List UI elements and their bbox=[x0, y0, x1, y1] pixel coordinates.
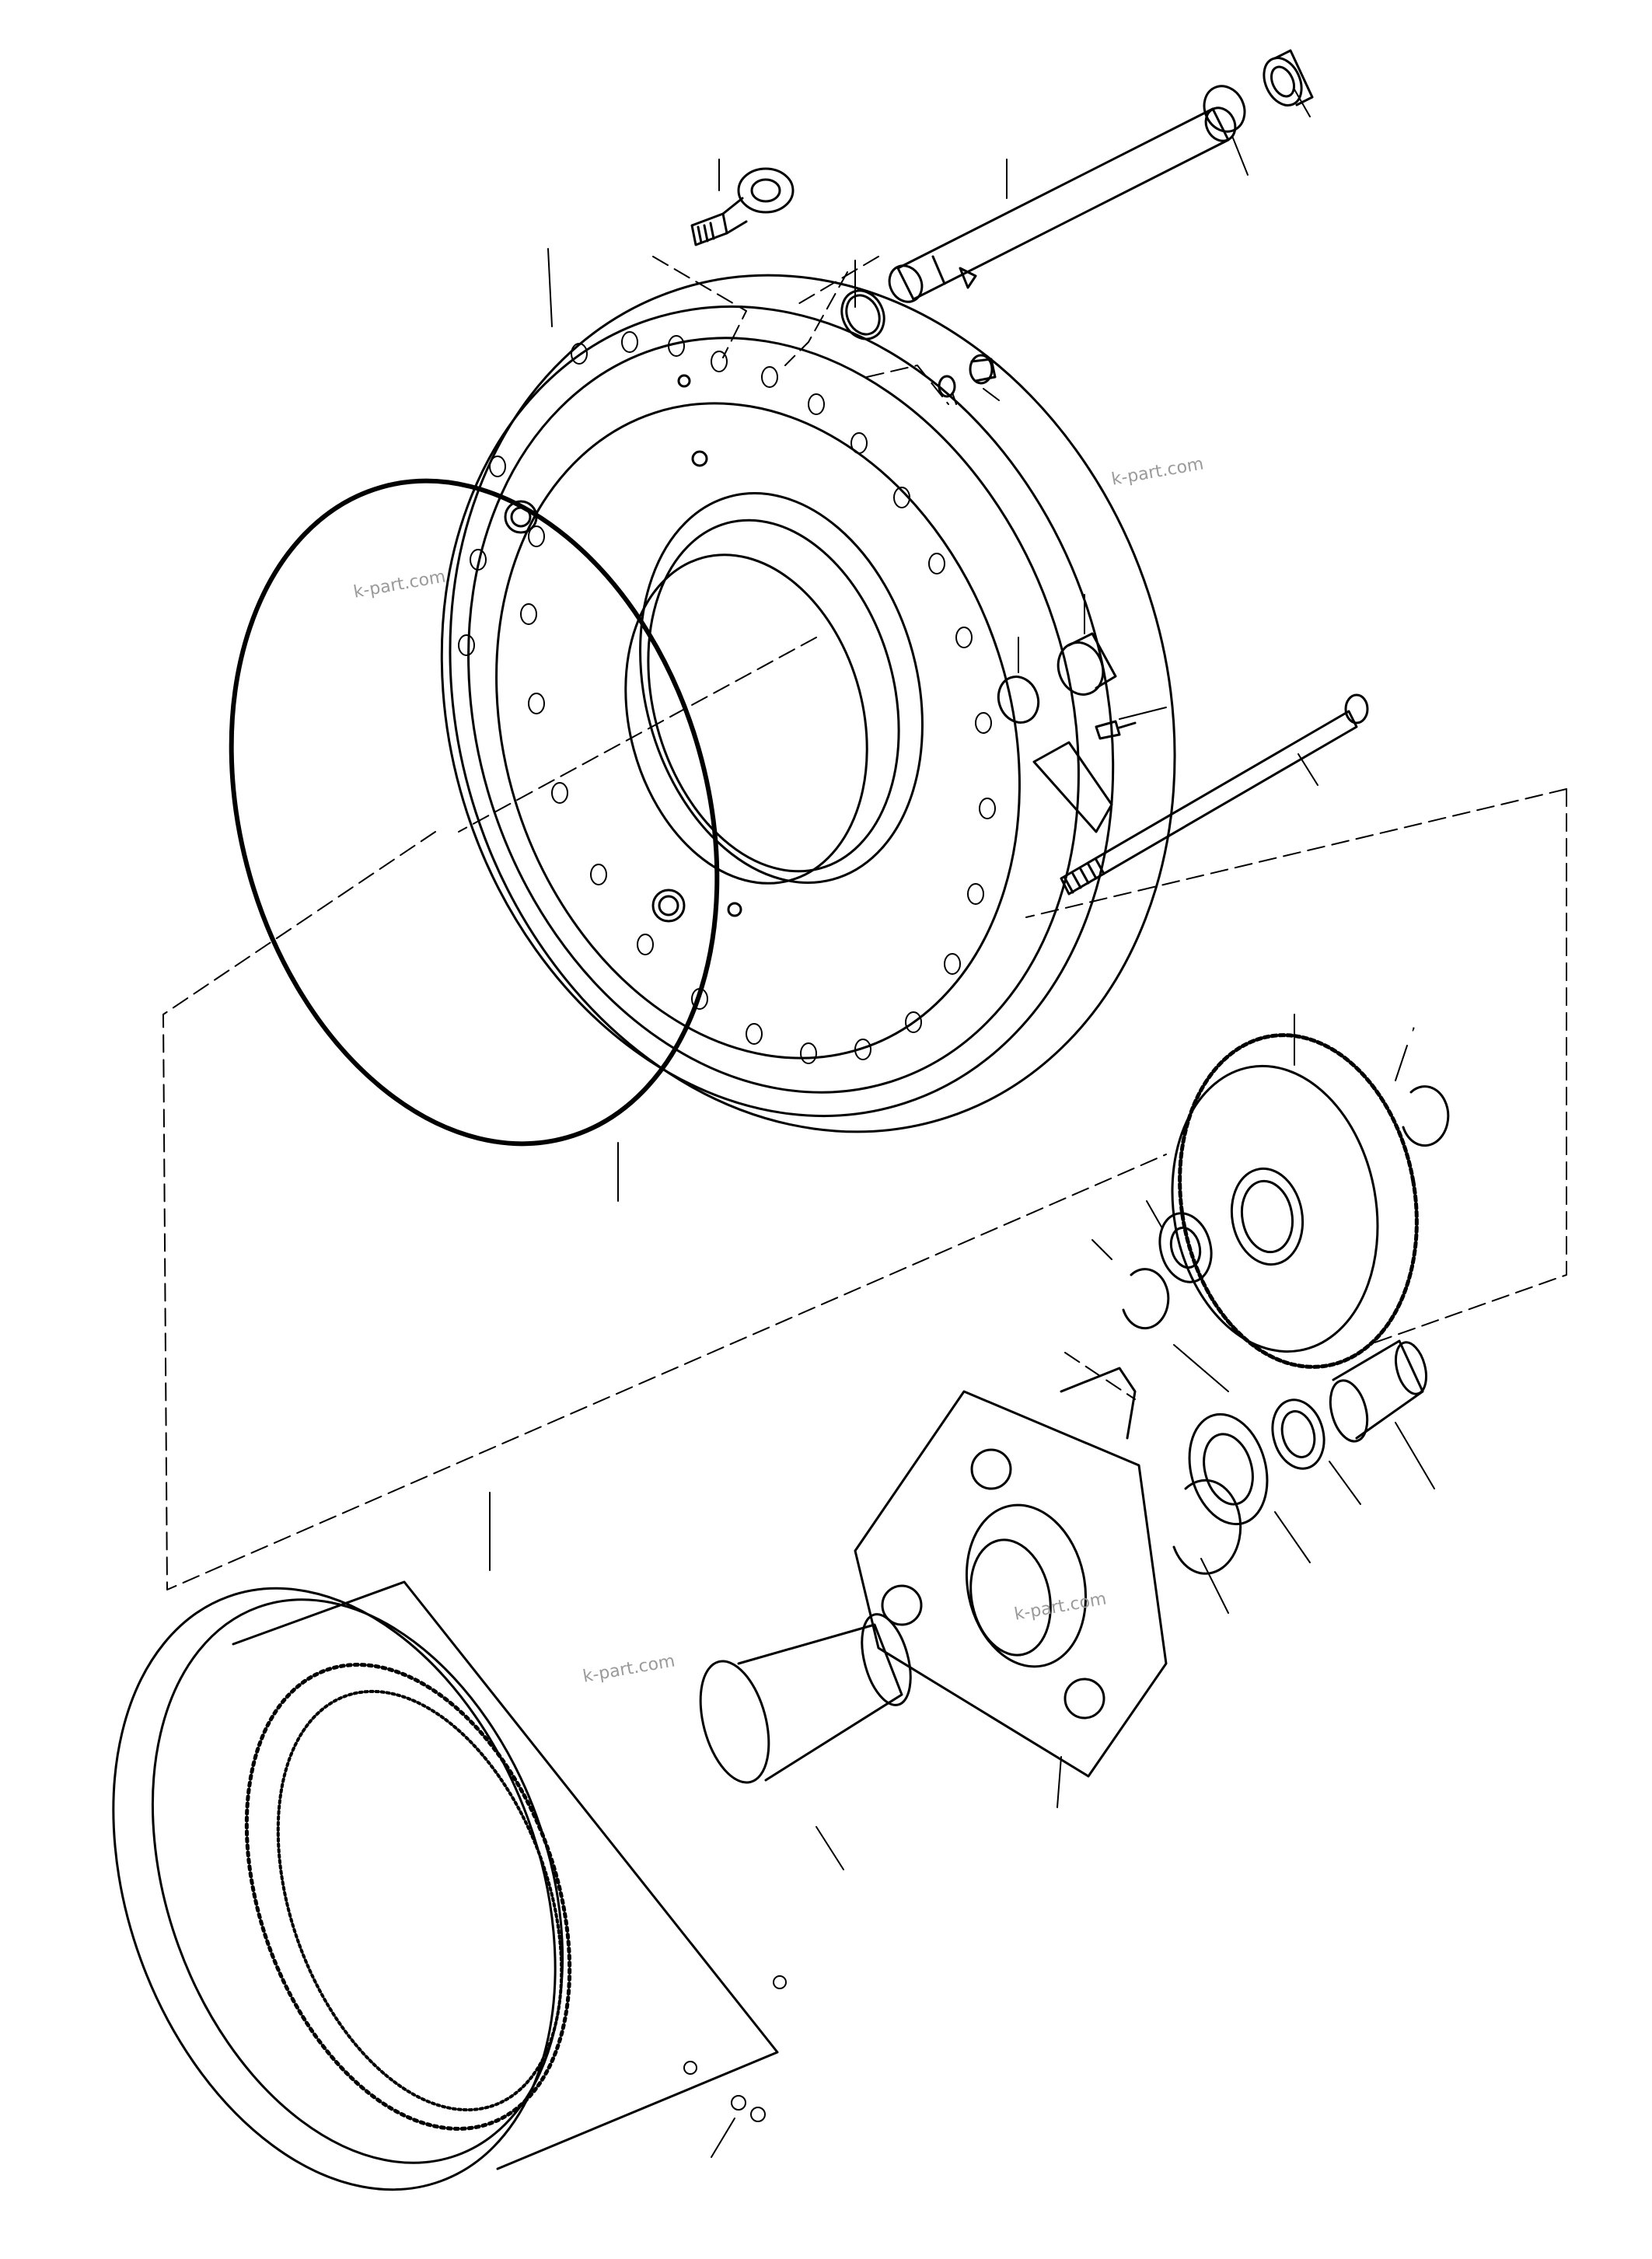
long-bolt bbox=[1060, 693, 1369, 896]
shaft-pin bbox=[888, 106, 1237, 303]
small-bolt bbox=[1095, 720, 1137, 740]
leader-lines bbox=[489, 89, 1435, 2158]
end-cover bbox=[440, 274, 1176, 1133]
top-plug bbox=[1263, 49, 1314, 106]
snap-ring-carrier bbox=[1172, 1479, 1242, 1575]
pinion-shaft bbox=[1329, 1339, 1427, 1443]
bearing-lower bbox=[1188, 1412, 1269, 1526]
snap-ring-right bbox=[1402, 1085, 1450, 1147]
stray-mark: , bbox=[1411, 1014, 1416, 1033]
ring-gear bbox=[112, 1580, 779, 2191]
pin-o-ring-left bbox=[840, 289, 885, 340]
assembly-center-lines bbox=[162, 256, 1567, 1590]
snap-ring-left bbox=[1122, 1268, 1170, 1330]
sun-gear bbox=[699, 1613, 912, 1784]
carrier bbox=[854, 1367, 1168, 1778]
name-plate bbox=[1032, 741, 1113, 833]
large-o-ring bbox=[229, 478, 720, 1147]
pin-o-ring-top bbox=[1203, 85, 1246, 133]
drain-plug bbox=[1057, 632, 1117, 696]
pin-o-ring-left-inner bbox=[845, 294, 881, 336]
spacer bbox=[1271, 1398, 1325, 1470]
small-plug bbox=[969, 354, 997, 385]
eye-bolt bbox=[690, 167, 795, 246]
large-gear bbox=[1171, 1033, 1419, 1369]
drain-o-ring bbox=[997, 676, 1040, 724]
grease-nipples bbox=[683, 1975, 787, 2122]
bearing-upper bbox=[1158, 1212, 1213, 1283]
